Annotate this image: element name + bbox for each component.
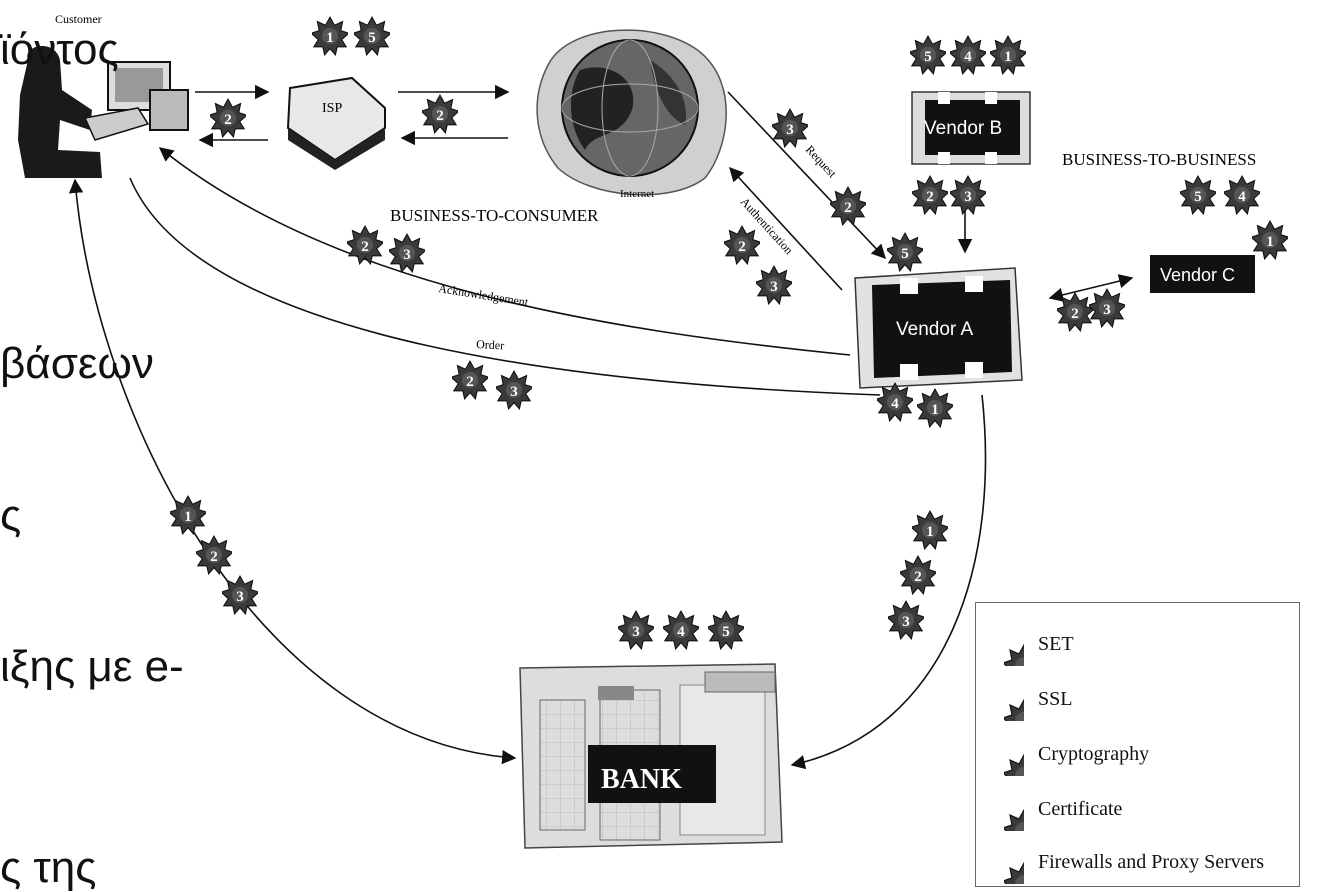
legend-burst-icon: 5 <box>1000 856 1024 884</box>
security-badge-number: 2 <box>210 549 218 565</box>
legend-item-set: 1 SET <box>984 621 1074 667</box>
vendor-c-label: Vendor C <box>1160 265 1235 285</box>
legend-burst-icon: 2 <box>1000 693 1024 721</box>
legend-item-firewalls: 5 Firewalls and Proxy Servers <box>984 839 1264 885</box>
acknowledgement-label: Acknowledgement <box>438 281 530 309</box>
security-badge-number: 2 <box>926 189 934 205</box>
overlay-text-3: ς <box>0 491 22 540</box>
security-badge-number: 3 <box>964 189 972 205</box>
legend-label: Certificate <box>1038 797 1123 820</box>
security-badge-number: 4 <box>1238 189 1246 205</box>
legend-burst-icon: 1 <box>1000 638 1024 666</box>
security-badge-number: 4 <box>677 624 685 640</box>
legend-num: 5 <box>1000 856 1008 872</box>
legend-burst-icon: 4 <box>1000 803 1024 831</box>
legend-item-certificate: 4 Certificate <box>984 786 1122 832</box>
security-badge-number: 4 <box>891 396 899 412</box>
security-badge-group: 32 <box>772 108 866 226</box>
legend-burst-icon: 3 <box>1000 748 1024 776</box>
vendor-b-box: Vendor B <box>911 91 1031 165</box>
security-badge-number: 2 <box>436 108 444 124</box>
legend-num: 1 <box>1000 638 1008 654</box>
security-badge-number: 2 <box>224 112 232 128</box>
overlay-text-2: βάσεων <box>0 339 154 388</box>
security-badge-number: 1 <box>1004 49 1012 65</box>
bank-label: BANK <box>601 764 682 795</box>
security-badge-number: 2 <box>1071 306 1079 322</box>
security-badge-group: 5 <box>887 232 923 272</box>
request-label: Request <box>803 142 840 180</box>
security-badge-number: 2 <box>844 200 852 216</box>
security-badge-number: 3 <box>770 279 778 295</box>
bank-building: BANK <box>519 663 783 849</box>
security-badge-group: 23 <box>724 225 792 305</box>
customer-figure <box>18 46 189 178</box>
security-badge-number: 4 <box>964 49 972 65</box>
security-badge-number: 3 <box>1103 302 1111 318</box>
legend-label: SET <box>1038 632 1074 655</box>
security-badge-number: 2 <box>738 239 746 255</box>
legend-label: Firewalls and Proxy Servers <box>1038 850 1265 873</box>
vendor-b-label: Vendor B <box>924 118 1002 139</box>
legend-label: Cryptography <box>1038 742 1150 765</box>
b2c-label: BUSINESS-TO-CONSUMER <box>390 206 599 225</box>
security-badge-number: 5 <box>368 30 376 46</box>
b2b-label: BUSINESS-TO-BUSINESS <box>1062 150 1256 169</box>
security-badge-number: 1 <box>326 30 334 46</box>
security-badge-number: 2 <box>466 374 474 390</box>
overlay-text-4: ιξης με e- <box>0 642 184 691</box>
legend-item-ssl: 2 SSL <box>984 676 1072 722</box>
security-badge-number: 2 <box>361 239 369 255</box>
internet-label: Internet <box>620 188 654 200</box>
security-badge-number: 5 <box>924 49 932 65</box>
security-badge-number: 3 <box>236 589 244 605</box>
security-badge-group: 1 <box>1252 220 1288 260</box>
vendor-c-box: Vendor C <box>1150 255 1255 293</box>
connections <box>68 84 1134 770</box>
legend-box: 1 SET 2 SSL 3 Cryptography 4 Certificate… <box>975 602 1300 887</box>
legend-label: SSL <box>1038 687 1073 710</box>
security-badge-number: 3 <box>510 384 518 400</box>
internet-globe <box>536 29 727 196</box>
customer-label: Customer <box>55 12 102 26</box>
security-badge-number: 5 <box>722 624 730 640</box>
security-badge-number: 1 <box>926 524 934 540</box>
security-badge-group: 2 <box>422 94 458 134</box>
isp-device: ISP <box>286 76 386 170</box>
security-badge-group: 2 <box>210 98 246 138</box>
vendor-a-box: Vendor A <box>854 267 1023 389</box>
security-badge-group: 5 4 1 <box>910 35 1026 75</box>
security-badge-group: 1 2 3 <box>170 495 258 615</box>
vendor-a-label: Vendor A <box>896 319 973 340</box>
legend-num: 4 <box>1000 803 1008 819</box>
security-badge-number: 1 <box>931 402 939 418</box>
legend-num: 3 <box>1000 748 1008 764</box>
security-badge-number: 2 <box>914 569 922 585</box>
security-badge-number: 3 <box>902 614 910 630</box>
overlay-text-5: ς της <box>0 843 97 892</box>
security-badge-number: 1 <box>184 509 192 525</box>
overlay-text-1: ϊόντος <box>0 25 119 74</box>
legend-num: 2 <box>1000 693 1008 709</box>
security-badge-number: 1 <box>1266 234 1274 250</box>
security-badge-number: 5 <box>1194 189 1202 205</box>
security-badge-number: 5 <box>901 246 909 262</box>
legend-item-cryptography: 3 Cryptography <box>984 731 1149 777</box>
security-badge-number: 3 <box>786 122 794 138</box>
security-badge-number: 3 <box>403 247 411 263</box>
security-badge-group: 23 <box>452 360 532 410</box>
security-badge-number: 3 <box>632 624 640 640</box>
security-badge-group: 3 4 5 <box>618 610 744 650</box>
isp-label: ISP <box>322 101 342 116</box>
security-badge-group: 1 2 3 <box>888 510 948 640</box>
order-label: Order <box>476 337 505 352</box>
